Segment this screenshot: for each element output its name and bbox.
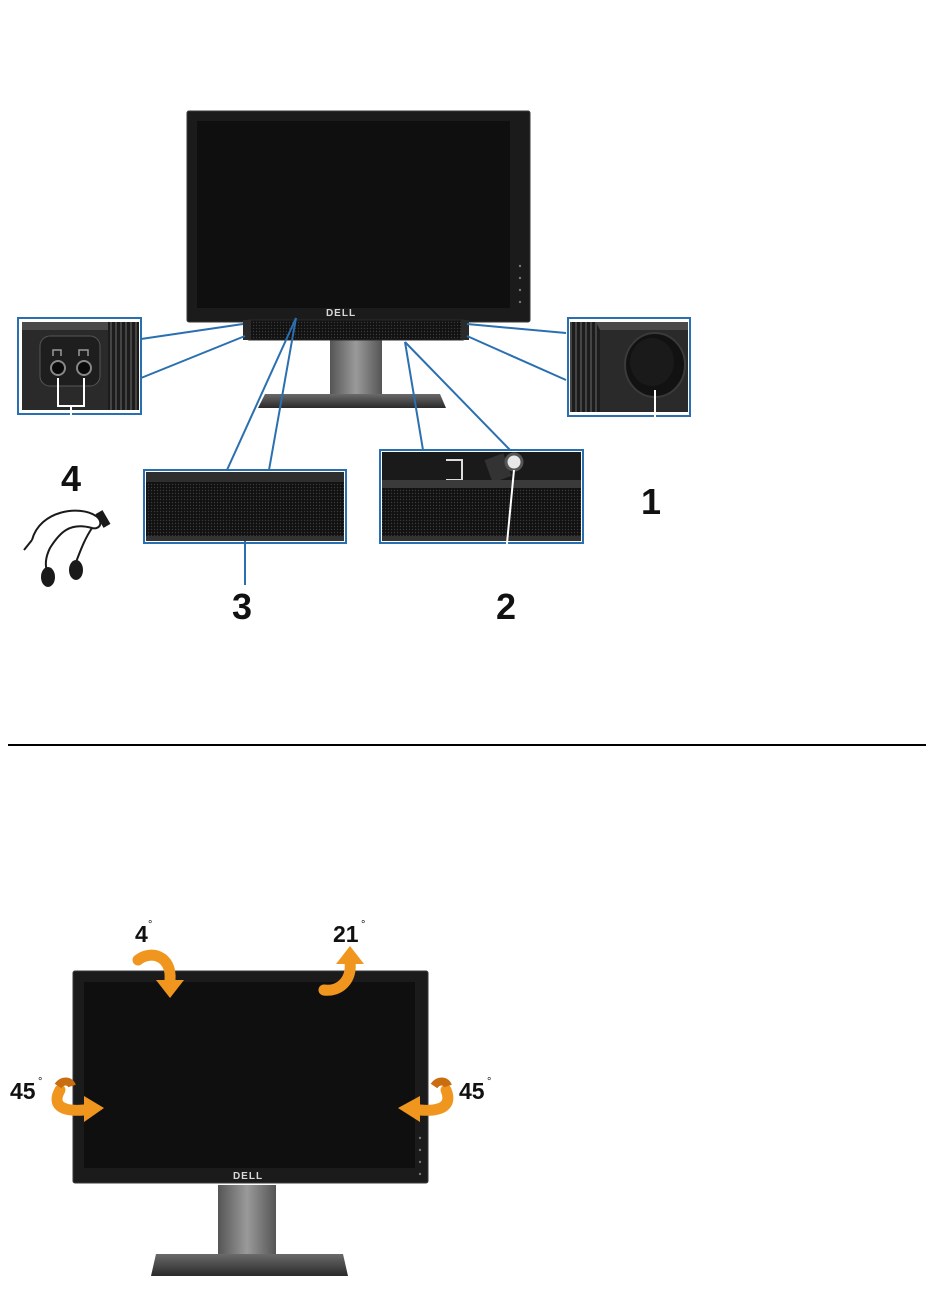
adjust-monitor-screen bbox=[84, 982, 415, 1168]
detail-volume-knob bbox=[568, 318, 690, 470]
detail-audio-jacks bbox=[18, 318, 141, 460]
tilt-back-value: 21 bbox=[333, 921, 359, 947]
tilt-forward-value: 4 bbox=[135, 921, 148, 947]
power-led-icon bbox=[506, 454, 522, 470]
section-divider bbox=[8, 744, 926, 746]
headphone-jack-right bbox=[77, 361, 91, 375]
adjust-stand-neck bbox=[218, 1185, 276, 1261]
adjustment-figure: DELL 4 ° 21 ° 45 ° bbox=[10, 919, 491, 1276]
monitor-brand-logo: DELL bbox=[326, 308, 356, 319]
headphone-jack-left bbox=[51, 361, 65, 375]
monitor-screen bbox=[197, 121, 510, 308]
adjust-brand-logo: DELL bbox=[233, 1171, 263, 1182]
tilt-back-unit: ° bbox=[361, 919, 365, 931]
callout-4: 4 bbox=[61, 458, 81, 499]
callout-2: 2 bbox=[496, 586, 516, 627]
callout-3: 3 bbox=[232, 586, 252, 627]
monitor-stand-base bbox=[258, 394, 446, 408]
headphones-icon bbox=[24, 511, 109, 586]
swivel-left-unit: ° bbox=[38, 1076, 42, 1088]
adjust-stand-base bbox=[151, 1254, 348, 1276]
swivel-right-unit: ° bbox=[487, 1076, 491, 1088]
callout-1: 1 bbox=[641, 481, 661, 522]
monitor-stand-neck bbox=[330, 340, 382, 402]
detail-speaker-grille bbox=[144, 470, 346, 585]
monitor-with-soundbar: DELL bbox=[187, 111, 530, 408]
detail-power-indicator bbox=[380, 450, 583, 585]
swivel-left-value: 45 bbox=[10, 1078, 36, 1104]
tilt-forward-unit: ° bbox=[148, 919, 152, 931]
swivel-right-value: 45 bbox=[459, 1078, 485, 1104]
soundbar bbox=[247, 320, 465, 340]
